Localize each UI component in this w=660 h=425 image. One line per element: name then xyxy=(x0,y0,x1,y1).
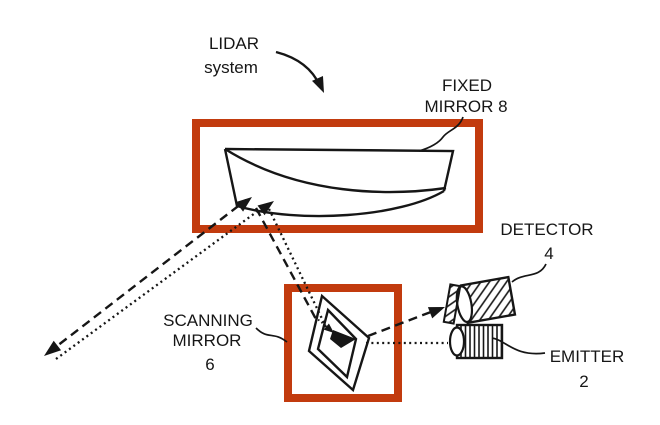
scanning-mirror-label: SCANNING MIRROR 6 xyxy=(163,311,253,374)
fixed-mirror-label: FIXED MIRROR 8 xyxy=(424,76,507,116)
detector-leader-line xyxy=(511,263,547,283)
scanning-mirror-label-line3: 6 xyxy=(205,355,214,374)
far-field-beam-dashed xyxy=(47,199,247,354)
detector-label-line2: 4 xyxy=(544,244,553,263)
fixed-mirror-label-line2: MIRROR 8 xyxy=(424,97,507,116)
scanning-mirror-highlight-box xyxy=(284,284,402,402)
arrowhead-icon xyxy=(235,197,252,212)
fixed-mirror-highlight-box xyxy=(192,119,483,233)
arrowhead-icon xyxy=(312,75,324,93)
mirror-link-beam-dotted xyxy=(267,208,328,328)
lidar-system-pointer-arrow xyxy=(275,50,324,93)
arrowhead-icon xyxy=(257,201,274,216)
emitter-label-line1: EMITTER xyxy=(550,347,625,366)
detector-label-line1: DETECTOR xyxy=(500,220,593,239)
detector-beam-dashed xyxy=(367,308,437,338)
arrowhead-icon xyxy=(44,340,62,356)
scanning-mirror-leader-line xyxy=(255,327,288,343)
fixed-mirror-label-line1: FIXED xyxy=(442,76,492,95)
beam-paths xyxy=(44,197,448,360)
beam-spot-on-mirror xyxy=(330,330,356,348)
detector-label: DETECTOR 4 xyxy=(500,220,593,263)
emitter-leader-line xyxy=(491,337,546,355)
detector-drawing xyxy=(442,275,517,325)
arrowhead-icon xyxy=(323,323,334,333)
mirror-link-beam-dashed xyxy=(254,207,319,322)
emitter-label-line2: 2 xyxy=(579,372,588,391)
far-field-beam-dotted xyxy=(55,204,267,360)
arrowhead-icon xyxy=(427,307,445,319)
scanning-mirror-label-line1: SCANNING xyxy=(163,311,253,330)
lidar-system-label: LIDAR system xyxy=(204,34,259,77)
scanning-mirror-drawing xyxy=(307,293,371,393)
detector-window-plate xyxy=(442,283,462,325)
lidar-system-label-line1: LIDAR xyxy=(209,34,259,53)
lidar-system-label-line2: system xyxy=(204,58,258,77)
scanning-mirror-label-line2: MIRROR xyxy=(173,331,242,350)
fixed-mirror-drawing xyxy=(223,147,455,218)
emitter-drawing xyxy=(448,323,504,360)
fixed-mirror-leader-line xyxy=(418,116,464,152)
emitter-label: EMITTER 2 xyxy=(550,347,625,391)
